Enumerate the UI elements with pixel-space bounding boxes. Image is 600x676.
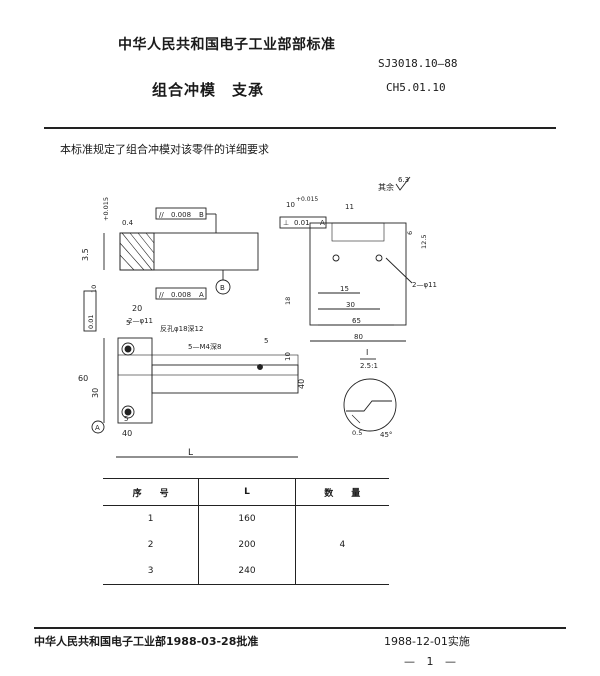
dim-30: 30 [91, 388, 100, 398]
page-number: — 1 — [404, 655, 460, 668]
thread-hole [257, 364, 263, 370]
col-header-qty: 数 量 [294, 478, 389, 506]
dim-18: 18 [284, 297, 292, 305]
detail-label: I [366, 348, 368, 357]
parallel-tol-a: 0.008 [171, 291, 191, 299]
front-view-body [119, 232, 259, 271]
approval-text: 中华人民共和国电子工业部1988-03-28批准 [34, 635, 259, 648]
perp-frame-b [83, 290, 97, 332]
dim-40-right: 40 [297, 379, 306, 389]
chamfer-profile [346, 400, 392, 412]
detail-scale: 2.5:1 [360, 362, 378, 370]
datum-b-ref: B [199, 211, 204, 219]
effective-date: 1988-12-01实施 [384, 635, 470, 648]
dim-5-small: 5 [124, 415, 128, 423]
row-quantity: 4 [294, 505, 389, 585]
row-l: 200 [198, 532, 296, 558]
dim-L: L [188, 448, 193, 458]
side-view-body [309, 222, 407, 326]
classification-code: CH5.01.10 [386, 81, 446, 94]
table-row: 2 200 [103, 532, 389, 558]
dim-15: 15 [340, 285, 349, 293]
row-no: 2 [147, 540, 154, 550]
table-row: 3 240 [103, 558, 389, 585]
svg-text://: // [159, 291, 164, 299]
standard-number: SJ3018.10—88 [378, 57, 458, 70]
tol-10-dev: +0.015 [296, 196, 318, 203]
perp-icon: ⊥ [283, 219, 289, 227]
dim-5-left: 5 [126, 319, 130, 327]
col-header-l: L [198, 478, 296, 506]
top-view-left-block [117, 337, 153, 424]
dim-20: 20 [132, 304, 142, 313]
note-counterbore: 反孔φ18深12 [160, 324, 203, 333]
dim-10-right: 10 [284, 352, 292, 361]
counterbore-hole-top [121, 342, 135, 356]
datum-a-label: A [95, 424, 100, 432]
col-header-no: 序 号 [132, 488, 169, 499]
technical-drawing: 其余 6.3 3.5 +0.015 0.4 // 0.008 B // 0.00… [78, 176, 437, 458]
note-holes: 2—φ11 [128, 317, 153, 325]
perp-frame-a [279, 216, 327, 229]
parallelism-frame-b [155, 207, 207, 220]
dim-25-tol: +0.015 [102, 197, 110, 221]
dim-60: 60 [78, 374, 88, 383]
dim-12-5: 12.5 [420, 235, 428, 249]
table-row: 1 160 4 [103, 505, 389, 585]
detail-angle: 45° [380, 431, 392, 439]
footer-rule [34, 627, 566, 629]
row-l: 160 [198, 505, 296, 532]
tol-10: 10 [286, 201, 295, 209]
surface-finish-note: 其余 [378, 182, 394, 192]
roughness-symbol-icon [395, 176, 411, 191]
parallelism-frame-a [155, 287, 207, 300]
perp-tol-a: 0.01 [294, 219, 310, 227]
intro-text: 本标准规定了组合冲模对该零件的详细要求 [60, 143, 269, 156]
dim-30-side: 30 [346, 301, 355, 309]
datum-b-label: B [220, 284, 225, 292]
dim-10-015: 10 [90, 285, 98, 293]
top-view-bar [151, 364, 299, 394]
row-no: 1 [147, 514, 154, 524]
counterbore-hole-bottom [121, 405, 135, 419]
detail-dim: 0.5 [352, 429, 362, 437]
row-no: 3 [147, 566, 154, 576]
dim-80: 80 [354, 333, 363, 341]
dim-65: 65 [352, 317, 361, 325]
header-rule [44, 127, 556, 129]
side-hole-left [332, 254, 340, 262]
parallel-icon: // [159, 211, 164, 219]
perp-datum-a: A [320, 219, 325, 227]
ministry-standard-heading: 中华人民共和国电子工业部部标准 [118, 37, 336, 53]
perp-tol-b: 0.01 [87, 315, 95, 329]
dim-3-5: 3.5 [81, 248, 90, 261]
roughness-63-label: 6.3 [398, 176, 409, 184]
datum-a-circle [91, 420, 105, 434]
side-hole-right [375, 254, 383, 262]
dim-40-bottom: 40 [122, 429, 132, 438]
dim-6: 6 [406, 231, 414, 235]
note-thread: 5—M4深8 [188, 342, 221, 351]
size-table: 序 号 L 数 量 1 160 4 2 200 3 240 [103, 478, 389, 585]
document-title: 组合冲模 支承 [152, 81, 265, 99]
parallel-tol-b: 0.008 [171, 211, 191, 219]
dim-11: 11 [345, 203, 354, 211]
dim-0-4-top: 0.4 [122, 219, 134, 227]
row-l: 240 [198, 558, 296, 585]
datum-a-ref: A [199, 291, 204, 299]
detail-circle [343, 378, 397, 432]
dim-5-right: 5 [264, 337, 268, 345]
front-view-section [119, 232, 155, 271]
note-holes-side: 2—φ11 [412, 281, 437, 289]
